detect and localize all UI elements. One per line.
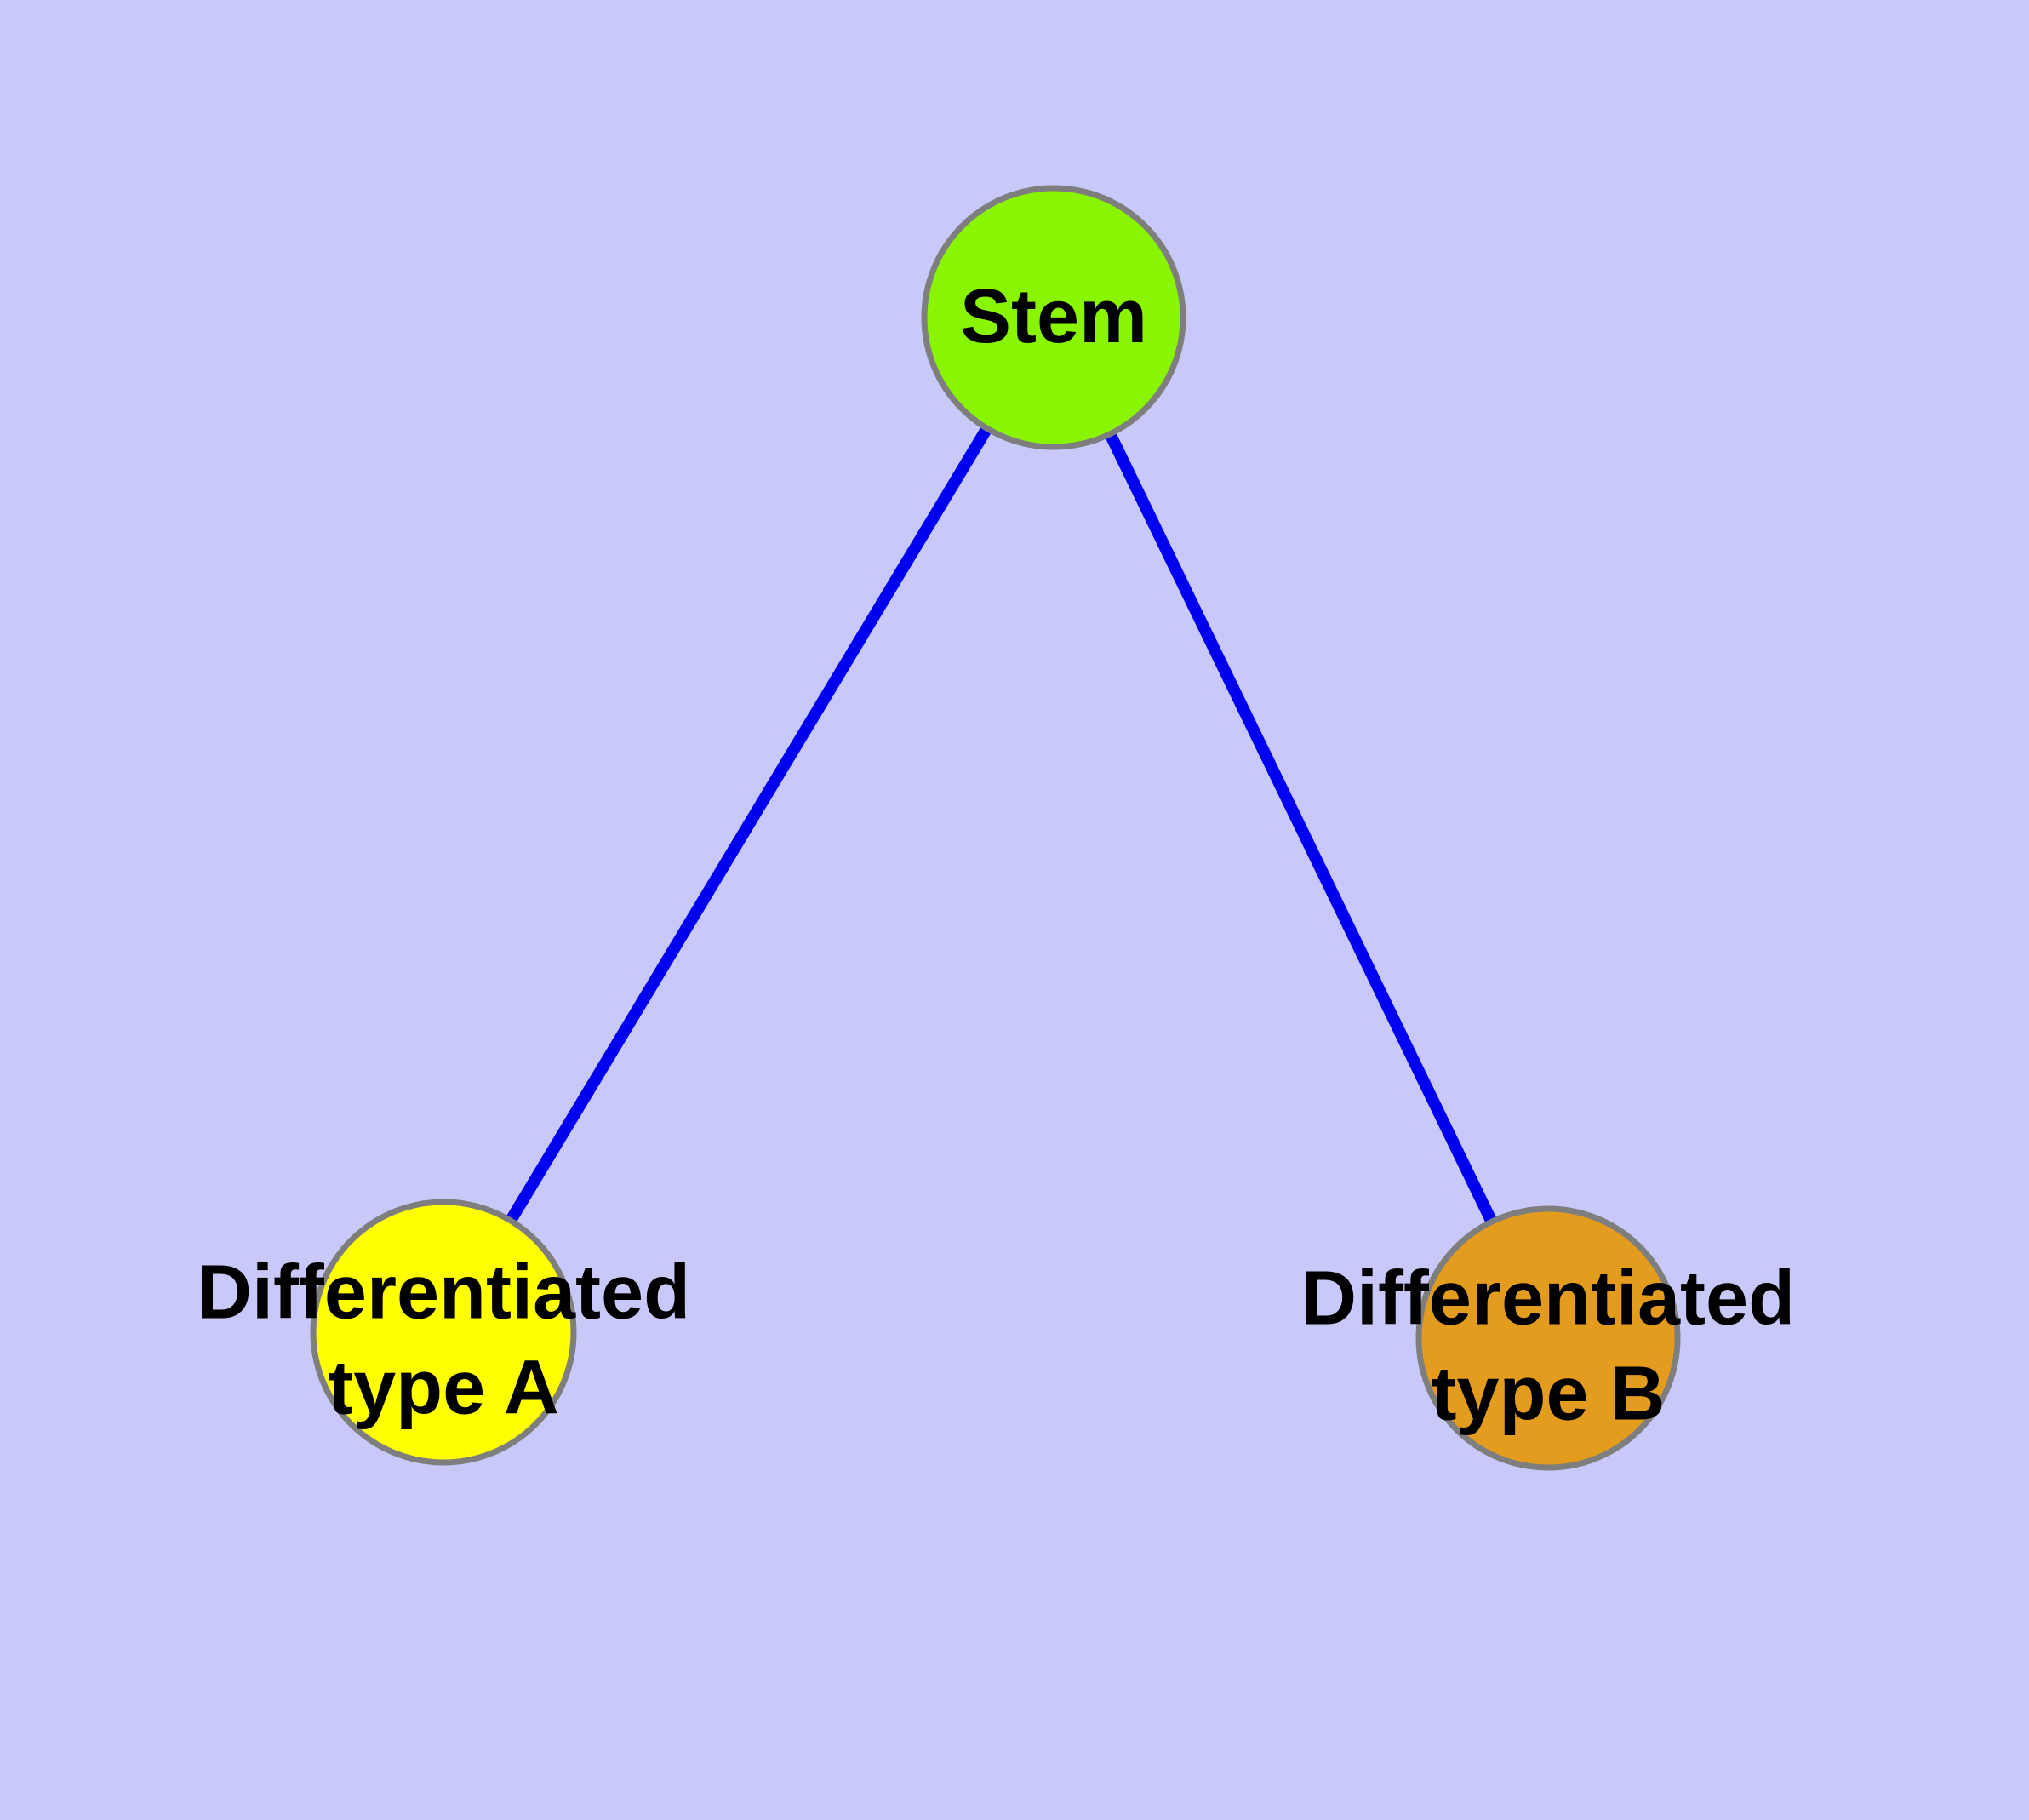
node-label-line: Differentiated — [1300, 1256, 1796, 1342]
node-type-a-circle — [310, 1199, 577, 1466]
node-type-b-circle — [1415, 1205, 1681, 1471]
edge-stem-type-b — [1048, 314, 1554, 1342]
node-label-stem: Stem — [960, 270, 1147, 365]
node-label-type-b: Differentiated type B — [1301, 1251, 1795, 1441]
node-label-line: Differentiated — [196, 1250, 691, 1336]
node-label-line: type A — [328, 1345, 559, 1430]
node-label-line: type B — [1431, 1351, 1666, 1436]
edge-stem-type-a — [438, 314, 1059, 1336]
node-label-type-a: Differentiated type A — [197, 1245, 690, 1435]
node-label-line: Stem — [959, 274, 1148, 360]
node-stem-circle — [921, 185, 1186, 450]
